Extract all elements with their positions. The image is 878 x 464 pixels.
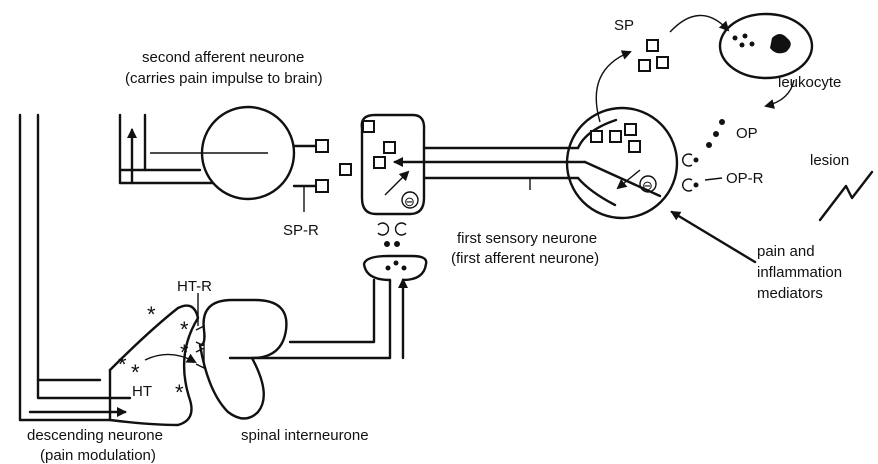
descending-neurone: * * * * * * HT HT-R bbox=[20, 278, 212, 425]
lesion-and-mediators: lesion pain and inflammation mediators bbox=[672, 152, 872, 302]
leukocyte-label: leukocyte bbox=[778, 74, 841, 91]
sp-free-3 bbox=[657, 57, 668, 68]
interneurone-label: spinal interneurone bbox=[241, 427, 369, 444]
second-neurone-label-line2: (carries pain impulse to brain) bbox=[125, 70, 323, 87]
central-inhibit-symbol: ⊖ bbox=[404, 194, 415, 209]
receptor-stems bbox=[294, 146, 316, 186]
sp-vesicle-2 bbox=[384, 142, 395, 153]
ht-star-4: * bbox=[175, 380, 184, 405]
first-neurone-label-line1: first sensory neurone bbox=[457, 230, 597, 247]
sp-vesicle-p2 bbox=[610, 131, 621, 142]
interneurone-axon-lower bbox=[230, 280, 390, 358]
descending-label-line1: descending neurone bbox=[27, 427, 163, 444]
op-dot-t3 bbox=[402, 266, 407, 271]
op-r-pointer bbox=[705, 178, 722, 180]
ht-star-5: * bbox=[180, 317, 189, 342]
first-neurone-central-terminal: ⊖ bbox=[340, 115, 424, 247]
central-inhibit-arrow bbox=[385, 172, 408, 195]
sp-free-2 bbox=[639, 60, 650, 71]
descending-tract-outer bbox=[38, 115, 130, 398]
spinal-interneurone bbox=[200, 256, 426, 419]
sp-top-label: SP bbox=[614, 17, 634, 34]
op-dot-c1 bbox=[384, 241, 390, 247]
op-label: OP bbox=[736, 125, 758, 142]
interneurone-cell-body bbox=[200, 300, 286, 419]
mediators-line3: mediators bbox=[757, 285, 823, 302]
sp-free-1 bbox=[647, 40, 658, 51]
op-r-label: OP-R bbox=[726, 170, 764, 187]
ht-star-1: * bbox=[147, 302, 156, 327]
leuko-dot-4 bbox=[750, 42, 755, 47]
sp-vesicle-p1 bbox=[591, 131, 602, 142]
sp-receptor-2 bbox=[316, 180, 328, 192]
ht-star-3: * bbox=[131, 360, 140, 385]
sp-released-1 bbox=[340, 164, 351, 175]
leuko-dot-1 bbox=[733, 36, 738, 41]
first-neurone-label-line2: (first afferent neurone) bbox=[451, 250, 599, 267]
interneurone-axon-upper bbox=[290, 280, 374, 342]
ht-star-2: * bbox=[118, 352, 127, 377]
mediators-line2: inflammation bbox=[757, 264, 842, 281]
sp-vesicle-p3 bbox=[625, 124, 636, 135]
lesion-label: lesion bbox=[810, 152, 849, 169]
leukocyte-nucleus bbox=[770, 34, 791, 53]
ht-star-6: * bbox=[180, 340, 189, 365]
ht-label: HT bbox=[132, 383, 152, 400]
ht-r-label: HT-R bbox=[177, 278, 212, 295]
op-dot-t2 bbox=[394, 261, 399, 266]
sp-vesicle-3 bbox=[374, 157, 385, 168]
descending-label-line2: (pain modulation) bbox=[40, 447, 156, 464]
op-dot-2 bbox=[713, 131, 719, 137]
op-receptors bbox=[683, 154, 692, 191]
sp-r-label: SP-R bbox=[283, 222, 319, 239]
mediators-arrow bbox=[672, 212, 755, 262]
op-receptors-central bbox=[378, 223, 406, 235]
op-dot-3 bbox=[706, 142, 712, 148]
mediators-line1: pain and bbox=[757, 243, 815, 260]
second-afferent-neurone: SP-R bbox=[20, 107, 328, 420]
sp-vesicle-1 bbox=[363, 121, 374, 132]
op-bound-1 bbox=[694, 158, 699, 163]
sp-to-leukocyte-arrow bbox=[670, 15, 728, 32]
leuko-dot-2 bbox=[743, 34, 748, 39]
leuko-dot-3 bbox=[740, 43, 745, 48]
second-neurone-label-line1: second afferent neurone bbox=[142, 49, 304, 66]
interneurone-terminal bbox=[364, 256, 426, 280]
op-dot-t1 bbox=[386, 266, 391, 271]
sp-receptor-1 bbox=[316, 140, 328, 152]
leukocyte-cell bbox=[720, 14, 812, 78]
peripheral-inhibit-symbol: ⊖ bbox=[642, 178, 653, 193]
lesion-zigzag bbox=[820, 172, 872, 220]
first-neurone-peripheral-terminal: ⊖ OP-R bbox=[567, 108, 764, 218]
sp-vesicle-p4 bbox=[629, 141, 640, 152]
op-dot-c2 bbox=[394, 241, 400, 247]
op-dot-1 bbox=[719, 119, 725, 125]
op-bound-2 bbox=[694, 183, 699, 188]
